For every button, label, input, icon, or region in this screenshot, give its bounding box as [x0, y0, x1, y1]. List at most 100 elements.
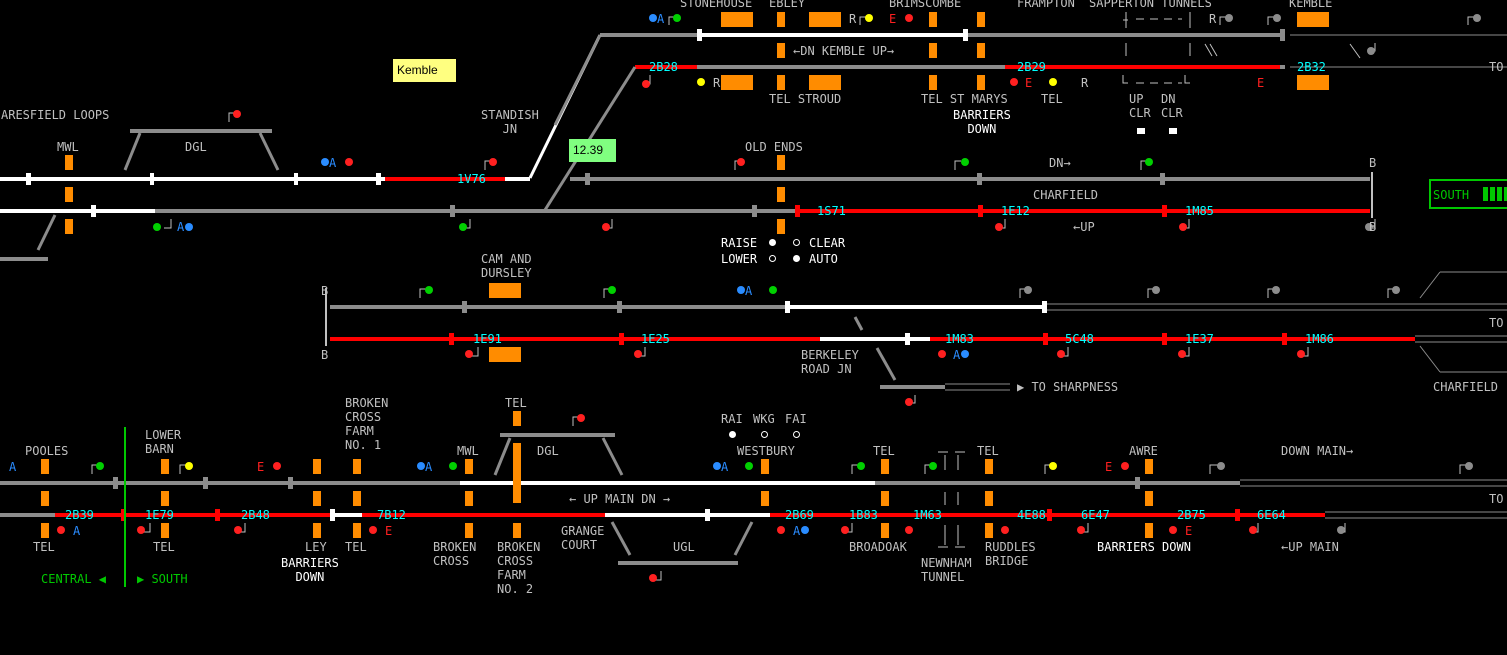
signal-stonehouse[interactable]	[673, 14, 681, 22]
auto-button-mwl[interactable]	[185, 223, 193, 231]
berth-2B32[interactable]: 2B32	[1297, 60, 1326, 74]
signal-4e88[interactable]	[1001, 526, 1009, 534]
signal-awre[interactable]	[1121, 462, 1129, 470]
signal-up-standish[interactable]	[459, 223, 467, 231]
signal-westbury[interactable]	[745, 462, 753, 470]
berth-2B48[interactable]: 2B48	[241, 508, 270, 522]
berth-1M86[interactable]: 1M86	[1305, 332, 1334, 346]
signal-7b12[interactable]	[369, 526, 377, 534]
signal-haresfield[interactable]	[345, 158, 353, 166]
berth-7B12[interactable]: 7B12	[377, 508, 406, 522]
signal-mwl2[interactable]	[449, 462, 457, 470]
berth-1E12[interactable]: 1E12	[1001, 204, 1030, 218]
signal-dgl[interactable]	[233, 110, 241, 118]
label-south[interactable]: ▶ SOUTH	[137, 572, 188, 586]
signal-up-main-ext[interactable]	[1337, 526, 1345, 534]
signal-2b69[interactable]	[777, 526, 785, 534]
signal-kemble-up[interactable]	[1367, 47, 1375, 55]
auto-button-stonehouse[interactable]	[649, 14, 657, 22]
auto-button-cam[interactable]	[737, 286, 745, 294]
kemble-note[interactable]: Kemble	[393, 59, 456, 82]
signal-up-charfield-2[interactable]	[1179, 223, 1187, 231]
berth-1E25[interactable]: 1E25	[641, 332, 670, 346]
berth-2B29[interactable]: 2B29	[1017, 60, 1046, 74]
signal-ruddles[interactable]	[1049, 462, 1057, 470]
signal-2b48[interactable]	[234, 526, 242, 534]
signal-1e91[interactable]	[465, 350, 473, 358]
signal-stmarys-up[interactable]	[1010, 78, 1018, 86]
berth-1E91[interactable]: 1E91	[473, 332, 502, 346]
signal-6e47[interactable]	[1077, 526, 1085, 534]
signal-1b83[interactable]	[841, 526, 849, 534]
signal-1m86[interactable]	[1297, 350, 1305, 358]
signal-1m63[interactable]	[905, 526, 913, 534]
signal-up-charfield-1[interactable]	[995, 223, 1003, 231]
signal-brimscombe-a[interactable]	[865, 14, 873, 22]
signal-1e79[interactable]	[137, 526, 145, 534]
south-panel-link[interactable]	[1429, 179, 1507, 209]
signal-up-old-ends[interactable]	[602, 223, 610, 231]
berth-1M85[interactable]: 1M85	[1185, 204, 1214, 218]
signal-sharpness[interactable]	[905, 398, 913, 406]
auto-button-mwl2[interactable]	[417, 462, 425, 470]
signal-dgl2[interactable]	[577, 414, 585, 422]
berth-4E88[interactable]: 4E88	[1017, 508, 1046, 522]
signal-6e64[interactable]	[1249, 526, 1257, 534]
signal-newnham[interactable]	[929, 462, 937, 470]
signal-cam-4[interactable]	[1024, 286, 1032, 294]
signal-cam-3[interactable]	[769, 286, 777, 294]
signal-dn-e1[interactable]	[273, 462, 281, 470]
berth-2B69[interactable]: 2B69	[785, 508, 814, 522]
auto-button-2b69[interactable]	[801, 526, 809, 534]
signal-pooles[interactable]	[96, 462, 104, 470]
standish-down-link[interactable]	[543, 66, 637, 211]
signal-up-mwl[interactable]	[153, 223, 161, 231]
berth-2B75[interactable]: 2B75	[1177, 508, 1206, 522]
signal-charfield-dn-1[interactable]	[961, 158, 969, 166]
berth-1E79[interactable]: 1E79	[145, 508, 174, 522]
signal-ugl[interactable]	[649, 574, 657, 582]
auto-button-haresfield[interactable]	[321, 158, 329, 166]
signal-cam-2[interactable]	[608, 286, 616, 294]
signal-sapperton[interactable]	[1225, 14, 1233, 22]
auto-button-berkeley[interactable]	[961, 350, 969, 358]
signal-old-ends[interactable]	[737, 158, 745, 166]
signal-kemble-ext[interactable]	[1473, 14, 1481, 22]
signal-stroud-up[interactable]	[697, 78, 705, 86]
berth-6E47[interactable]: 6E47	[1081, 508, 1110, 522]
signal-lower-barn[interactable]	[185, 462, 193, 470]
signal-2b39[interactable]	[57, 526, 65, 534]
signal-brimscombe-b[interactable]	[905, 14, 913, 22]
berth-1B83[interactable]: 1B83	[849, 508, 878, 522]
berth-1V76[interactable]: 1V76	[457, 172, 486, 186]
berth-1M63[interactable]: 1M63	[913, 508, 942, 522]
signal-kemble[interactable]	[1273, 14, 1281, 22]
berth-1S71[interactable]: 1S71	[817, 204, 846, 218]
signal-cam-7[interactable]	[1392, 286, 1400, 294]
berth-5C48[interactable]: 5C48	[1065, 332, 1094, 346]
signal-tel-up[interactable]	[1049, 78, 1057, 86]
signal-2b28[interactable]	[642, 80, 650, 88]
berth-1E37[interactable]: 1E37	[1185, 332, 1214, 346]
auto-button-westbury[interactable]	[713, 462, 721, 470]
clear-button[interactable]	[793, 239, 800, 246]
lower-button[interactable]	[769, 255, 776, 262]
signal-1m83[interactable]	[938, 350, 946, 358]
signal-cam-1[interactable]	[425, 286, 433, 294]
signal-2b75[interactable]	[1169, 526, 1177, 534]
signal-cam-6[interactable]	[1272, 286, 1280, 294]
signal-1v76[interactable]	[489, 158, 497, 166]
signal-up-charfield-3[interactable]	[1365, 223, 1373, 231]
raise-button[interactable]	[769, 239, 776, 246]
signal-broadoak[interactable]	[857, 462, 865, 470]
signal-5c48[interactable]	[1057, 350, 1065, 358]
signal-1e37[interactable]	[1178, 350, 1186, 358]
label-central[interactable]: CENTRAL ◀	[41, 572, 107, 586]
signal-awre-2[interactable]	[1217, 462, 1225, 470]
berth-6E64[interactable]: 6E64	[1257, 508, 1286, 522]
auto-control-button[interactable]	[793, 255, 800, 262]
signal-charfield-dn-2[interactable]	[1145, 158, 1153, 166]
berth-1M83[interactable]: 1M83	[945, 332, 974, 346]
berth-2B28[interactable]: 2B28	[649, 60, 678, 74]
signal-1e25[interactable]	[634, 350, 642, 358]
